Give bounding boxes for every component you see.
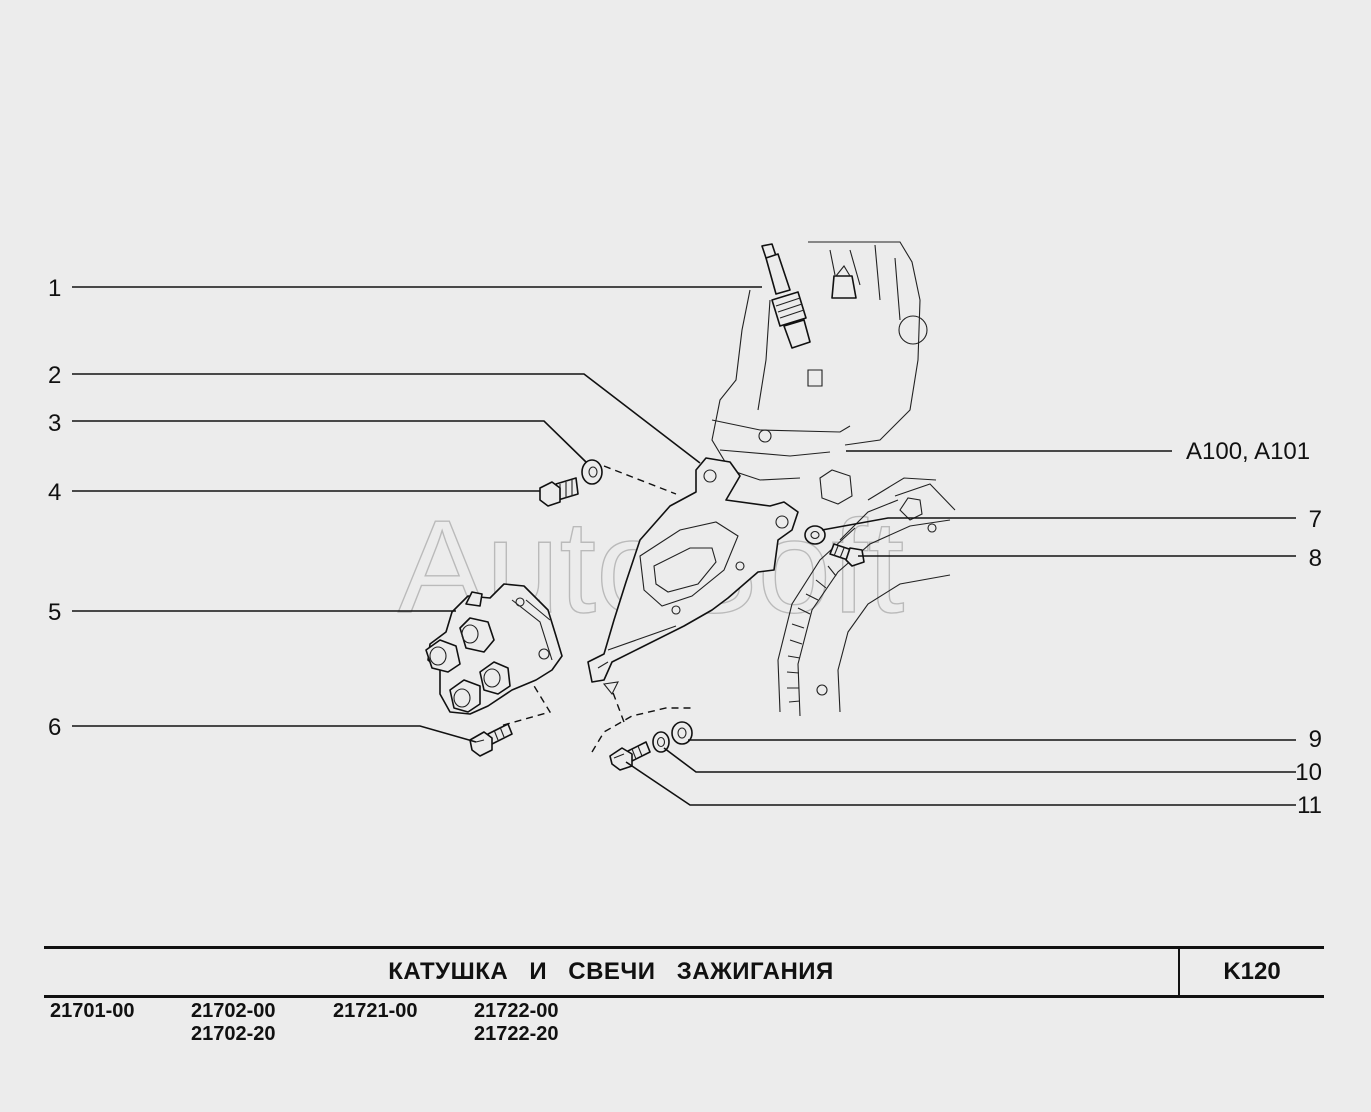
title-divider	[1178, 949, 1180, 995]
engine-block	[711, 241, 956, 717]
washer-7	[804, 525, 826, 545]
model-code: 21722-00	[474, 1000, 559, 1022]
callout-8: 8	[1309, 545, 1322, 572]
section-code: K120	[1223, 958, 1281, 985]
bolt-8	[829, 543, 865, 567]
callout-5: 5	[48, 599, 61, 626]
callout-2: 2	[48, 362, 61, 389]
assembly-line	[499, 675, 552, 727]
applicable-models: 21701-00 21702-00 21702-20 21721-00 2172…	[50, 1000, 850, 1060]
model-column: 21722-00 21722-20	[474, 1000, 559, 1046]
bolt-4	[539, 477, 579, 507]
title-block: КАТУШКА И СВЕЧИ ЗАЖИГАНИЯ K120	[44, 946, 1324, 998]
callout-4: 4	[48, 479, 61, 506]
bolt-11	[609, 741, 651, 771]
callout-10: 10	[1295, 759, 1322, 786]
washer-3	[581, 459, 603, 485]
ignition-coil-bracket	[587, 457, 799, 683]
washer-9	[671, 721, 693, 745]
arrow-head	[602, 681, 619, 696]
spark-plug	[761, 243, 811, 349]
callout-6: 6	[48, 714, 61, 741]
model-column: 21701-00	[50, 1000, 135, 1023]
model-code: 21722-20	[474, 1023, 559, 1045]
model-code: 21721-00	[333, 1000, 418, 1022]
callout-7: 7	[1309, 506, 1322, 533]
callout-11: 11	[1297, 792, 1322, 819]
callout-9: 9	[1309, 726, 1322, 753]
bolt-6	[469, 723, 513, 757]
assembly-line	[611, 689, 625, 723]
model-code: 21701-00	[50, 1000, 135, 1022]
model-code: 21702-00	[191, 1000, 276, 1022]
reference-label: A100, A101	[1186, 438, 1310, 465]
spring-washer-10	[652, 731, 670, 753]
page-title: КАТУШКА И СВЕЧИ ЗАЖИГАНИЯ	[388, 958, 834, 985]
ignition-coil-module	[425, 583, 563, 715]
assembly-line	[591, 707, 692, 753]
callout-3: 3	[48, 410, 61, 437]
model-column: 21721-00	[333, 1000, 418, 1023]
assembly-line	[603, 465, 677, 495]
callout-1: 1	[48, 275, 61, 302]
model-column: 21702-00 21702-20	[191, 1000, 276, 1046]
leader-lines	[72, 286, 1296, 806]
model-code: 21702-20	[191, 1023, 276, 1045]
